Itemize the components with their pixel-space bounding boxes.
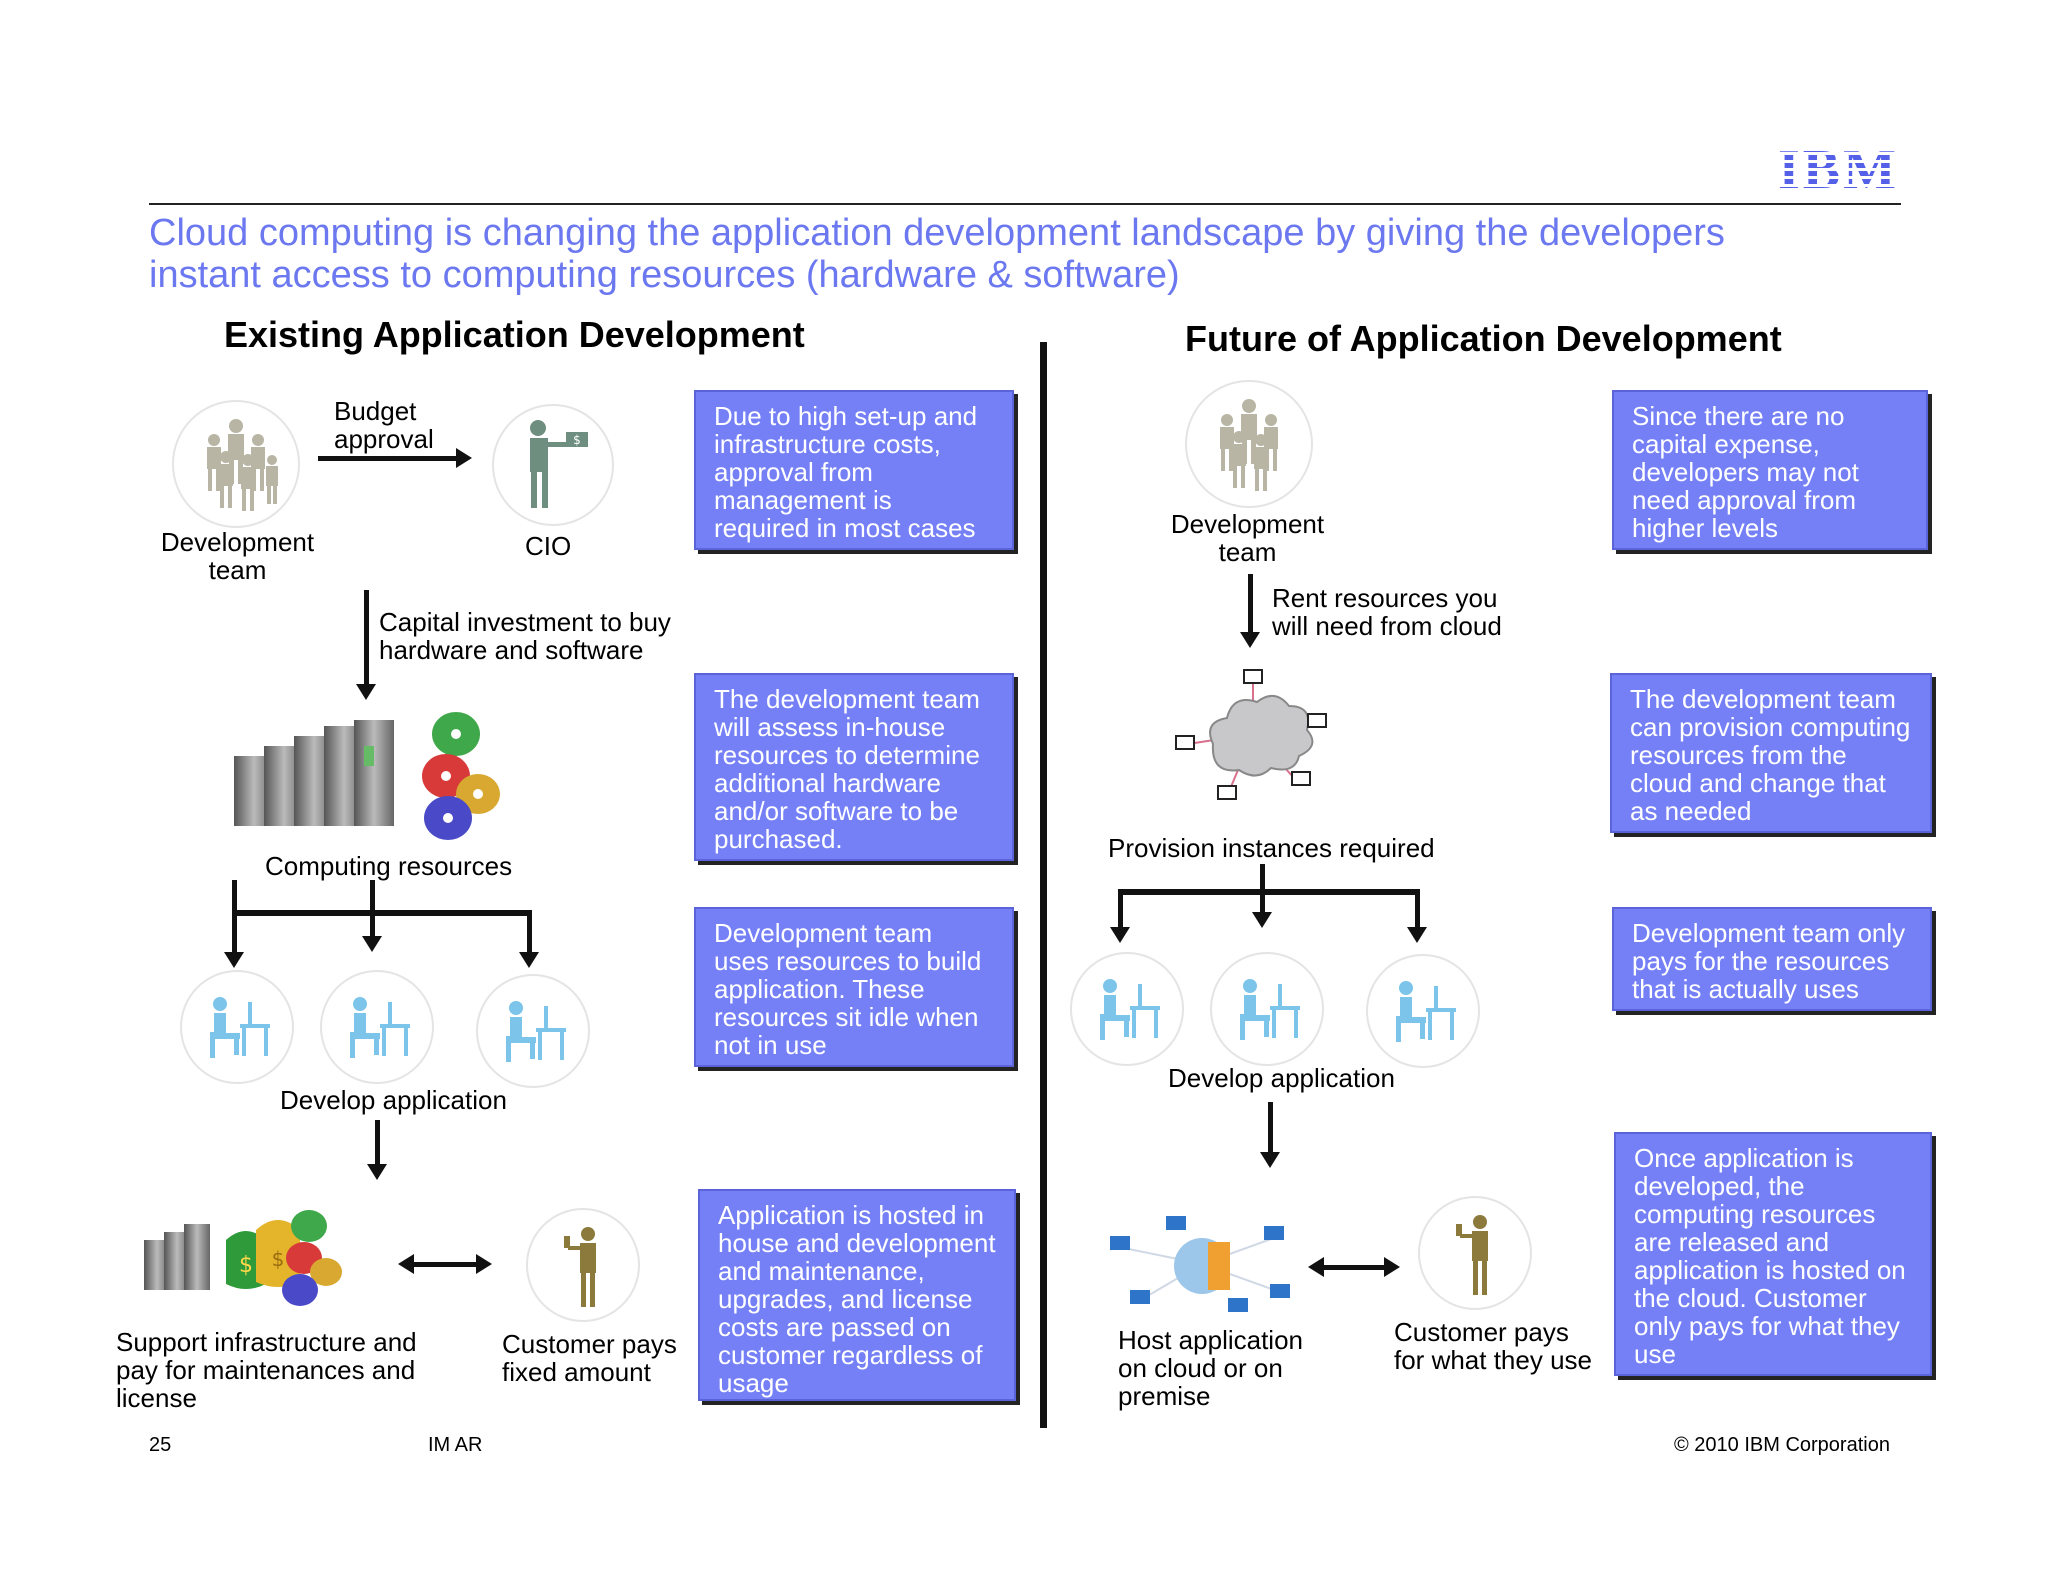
note-box: Due to high set-up and infrastructure co… <box>694 390 1014 550</box>
note-box: Since there are no capital expense, deve… <box>1612 390 1928 550</box>
page-number: 25 <box>149 1434 172 1456</box>
rent-arrow <box>1240 574 1260 648</box>
note-box: Development team only pays for the resou… <box>1612 907 1932 1011</box>
customer-icon <box>526 1208 640 1322</box>
note-box: Application is hosted in house and devel… <box>698 1189 1016 1401</box>
developer-icon <box>1210 952 1324 1066</box>
dev-team-icon <box>1185 380 1313 508</box>
existing-customer-label: Customer pays fixed amount <box>502 1329 677 1387</box>
existing-develop-label: Develop application <box>280 1085 507 1115</box>
headline-line-2: instant access to computing resources (h… <box>149 254 1180 296</box>
future-develop-label: Develop application <box>1168 1063 1395 1093</box>
headline-line-1: Cloud computing is changing the applicat… <box>149 212 1725 254</box>
note-box: Once application is developed, the compu… <box>1614 1132 1932 1376</box>
branch-arrow-1 <box>224 910 244 968</box>
support-customer-arrow <box>398 1254 492 1274</box>
note-box: The development team can provision compu… <box>1610 673 1932 833</box>
note-box: Development team uses resources to build… <box>694 907 1014 1067</box>
future-dev-team-label: Development team <box>1170 509 1325 567</box>
svg-text:$: $ <box>239 1253 253 1278</box>
existing-title: Existing Application Development <box>224 314 805 355</box>
department-label: IM AR <box>428 1434 483 1456</box>
budget-label: Budget approval <box>334 396 434 454</box>
computing-resources-label: Computing resources <box>265 851 513 881</box>
developer-icon <box>476 974 590 1088</box>
copyright: © 2010 IBM Corporation <box>1674 1434 1890 1456</box>
developer-icon <box>1366 954 1480 1068</box>
branch-arrow-3 <box>519 910 539 968</box>
future-title: Future of Application Development <box>1185 318 1782 359</box>
budget-arrow <box>318 448 472 468</box>
support-infrastructure-icon: $ $ <box>134 1200 354 1310</box>
develop-arrow-right <box>1260 1102 1280 1168</box>
svg-text:$: $ <box>272 1247 285 1271</box>
cio-icon: $ <box>492 404 614 526</box>
future-customer-label: Customer pays for what they use <box>1394 1317 1592 1375</box>
branch-arrow-5 <box>1252 864 1272 928</box>
column-divider <box>1040 342 1047 1428</box>
branch-arrow-2 <box>362 880 382 952</box>
provision-label: Provision instances required <box>1108 833 1435 863</box>
capital-label: Capital investment to buy hardware and s… <box>379 607 671 665</box>
note-box: The development team will assess in-hous… <box>694 673 1014 861</box>
dev-team-icon <box>172 400 300 528</box>
branch-bar-left <box>232 910 532 916</box>
header-rule <box>149 203 1901 205</box>
branch-stem-left <box>232 880 237 912</box>
existing-dev-team-label: Development team <box>160 527 315 585</box>
host-customer-arrow <box>1308 1257 1400 1277</box>
branch-arrow-6 <box>1407 889 1427 943</box>
capital-arrow <box>356 590 376 700</box>
support-label: Support infrastructure and pay for maint… <box>116 1327 417 1413</box>
customer-icon <box>1418 1196 1532 1310</box>
branch-arrow-4 <box>1110 889 1130 943</box>
page-headline: Cloud computing is changing the applicat… <box>149 212 1869 296</box>
host-label: Host application on cloud or on premise <box>1118 1325 1303 1411</box>
develop-arrow-left <box>367 1120 387 1180</box>
cloud-network-icon <box>1168 664 1338 814</box>
cio-label: CIO <box>525 531 572 561</box>
developer-icon <box>180 970 294 1084</box>
ibm-logo: IBM <box>1778 139 1899 201</box>
developer-icon <box>1070 952 1184 1066</box>
rent-label: Rent resources you will need from cloud <box>1272 583 1502 641</box>
svg-text:$: $ <box>573 433 581 447</box>
computing-resources-icon <box>214 706 514 846</box>
branch-bar-right <box>1118 889 1420 895</box>
developer-icon <box>320 970 434 1084</box>
host-application-icon <box>1104 1208 1300 1318</box>
